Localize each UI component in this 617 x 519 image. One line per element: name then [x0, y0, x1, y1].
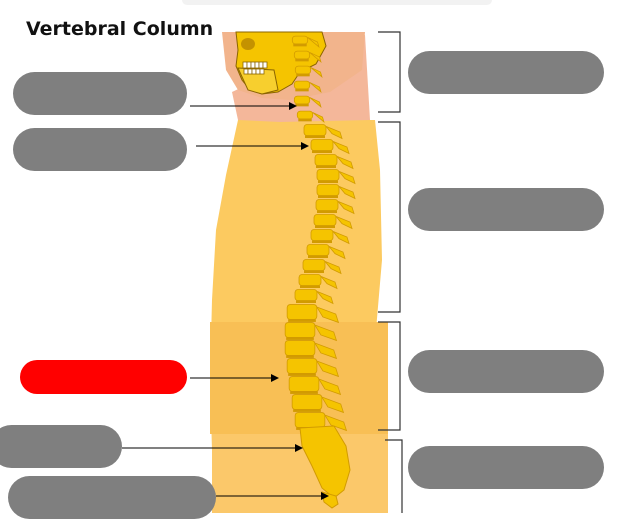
label-box-sacral-region[interactable] [408, 446, 604, 489]
vertebra [295, 290, 317, 301]
intervertebral-disc [315, 226, 335, 229]
vertebra [317, 185, 339, 196]
vertebra [311, 230, 333, 241]
intervertebral-disc [296, 74, 309, 77]
vertebra [317, 170, 339, 181]
vertebra [287, 359, 317, 374]
intervertebral-disc [296, 301, 316, 304]
vertebra [303, 260, 325, 271]
intervertebral-disc [316, 166, 336, 169]
vertebra [307, 245, 329, 256]
label-box-lumbar-region[interactable] [408, 350, 604, 393]
vertebra [294, 81, 309, 89]
teeth [243, 62, 267, 74]
vertebra [289, 377, 319, 392]
vertebra [292, 395, 322, 410]
intervertebral-disc [312, 151, 332, 154]
intervertebral-disc [286, 337, 314, 340]
diagram-title: Vertebral Column [26, 18, 213, 40]
cervical-bracket [378, 32, 400, 112]
eye-socket [241, 38, 255, 50]
intervertebral-disc [295, 59, 308, 62]
vertebra [311, 140, 333, 151]
intervertebral-disc [288, 319, 316, 322]
vertebra [299, 275, 321, 286]
intervertebral-disc [304, 271, 324, 274]
intervertebral-disc [318, 196, 338, 199]
intervertebral-disc [300, 286, 320, 289]
label-box-cervical-vertebrae[interactable] [13, 72, 187, 115]
label-box-thoracic-region[interactable] [408, 188, 604, 231]
vertebra [294, 96, 309, 104]
intervertebral-disc [318, 181, 338, 184]
intervertebral-disc [305, 136, 325, 139]
vertebra [315, 155, 337, 166]
label-box-sacrum[interactable] [0, 425, 122, 468]
intervertebral-disc [317, 211, 337, 214]
vertebra [292, 36, 307, 44]
intervertebral-disc [290, 391, 318, 394]
thoracic-bracket [378, 122, 400, 312]
intervertebral-disc [295, 104, 308, 107]
hip-shading [212, 434, 388, 513]
intervertebral-disc [295, 89, 308, 92]
intervertebral-disc [308, 256, 328, 259]
vertebra [304, 125, 326, 136]
intervertebral-disc [298, 119, 311, 122]
label-box-thoracic-vertebrae[interactable] [13, 128, 187, 171]
vertebra [316, 200, 338, 211]
intervertebral-disc [288, 373, 316, 376]
vertebra [295, 66, 310, 74]
intervertebral-disc [312, 241, 332, 244]
vertebra [314, 215, 336, 226]
vertebra [285, 341, 315, 356]
intervertebral-disc [293, 44, 306, 47]
intervertebral-disc [286, 355, 314, 358]
label-box-lumbar-vertebrae-selected[interactable] [20, 360, 187, 394]
vertebra [297, 111, 312, 119]
vertebra [295, 413, 325, 428]
intervertebral-disc [293, 409, 321, 412]
vertebra [287, 305, 317, 320]
label-box-cervical-region[interactable] [408, 51, 604, 94]
vertebra [285, 323, 315, 338]
vertebra [294, 51, 309, 59]
